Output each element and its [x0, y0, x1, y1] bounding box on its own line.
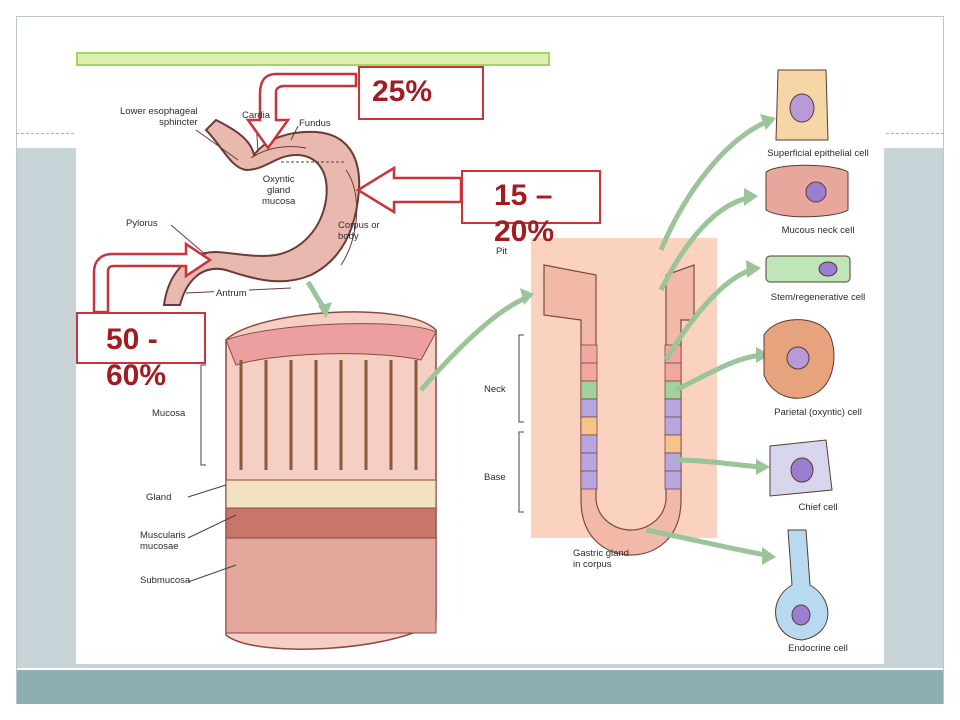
label-muscularis-mucosae: Muscularis mucosae	[140, 530, 186, 552]
cell-drawings	[763, 69, 851, 641]
label-gastric-gland-caption: Gastric gland in corpus	[573, 548, 629, 570]
superficial-epithelial-cell-drawing	[775, 69, 829, 141]
parietal-cell-drawing	[763, 319, 835, 399]
label-corpus-or-body: Corpus or body	[338, 220, 380, 242]
mucous-neck-cell-drawing	[765, 164, 849, 218]
label-fundus: Fundus	[299, 118, 331, 129]
chief-cell-drawing	[769, 439, 833, 497]
arrow-to-chief	[675, 457, 762, 470]
pylorus-pointer	[170, 224, 207, 256]
gland-pointer	[187, 484, 227, 498]
label-gland: Gland	[146, 492, 172, 503]
label-cardia: Cardia	[242, 110, 270, 121]
neck-bracket	[518, 334, 524, 423]
label-mucosa: Mucosa	[152, 408, 186, 419]
stomach-inner-line	[250, 145, 307, 159]
tissue-surface	[225, 323, 437, 366]
callout-box-body	[461, 170, 601, 224]
connector-arrowheads	[318, 114, 776, 565]
connector-arrows	[305, 119, 768, 558]
endocrine-cell-drawing	[775, 529, 829, 641]
callout-box-antrum	[76, 312, 206, 364]
body-arrow	[355, 165, 463, 215]
label-pylorus: Pylorus	[126, 218, 158, 229]
gastric-gland-illustration	[518, 238, 717, 556]
corpus-bracket	[340, 169, 358, 266]
muscularis-layer	[225, 507, 437, 539]
label-endocrine-cell: Endocrine cell	[788, 643, 848, 654]
base-bracket	[518, 431, 524, 513]
stomach-wall	[162, 118, 361, 306]
fundus-pointer	[290, 125, 299, 141]
label-oxyntic-gland-mucosa: Oxyntic gland mucosa	[262, 174, 296, 207]
red-callout-arrows	[92, 72, 463, 314]
gland-cells	[580, 344, 682, 490]
label-mucous-neck-cell: Mucous neck cell	[781, 225, 855, 236]
footer-bar	[17, 670, 943, 704]
arrow-to-superficial	[658, 119, 768, 251]
stomach-illustration	[162, 118, 361, 306]
arrow-to-parietal	[674, 352, 762, 393]
gastric-pits	[239, 360, 418, 470]
label-lower-esophageal-sphincter: Lower esophageal sphincter	[120, 106, 198, 128]
callout-box-cardia	[358, 66, 484, 120]
label-chief-cell: Chief cell	[798, 502, 838, 513]
arrow-tissue-to-gland	[419, 295, 527, 392]
label-pit: Pit	[496, 246, 508, 257]
mucosa-bracket	[200, 364, 206, 466]
mucosa-tissue-block	[187, 311, 437, 650]
les-pointer	[195, 129, 239, 161]
antrum-arrow	[92, 241, 213, 314]
callout-cardia-percent: 25%	[372, 75, 433, 108]
stem-cell-drawing	[765, 255, 851, 283]
label-parietal-cell: Parietal (oxyntic) cell	[774, 407, 862, 418]
submucosa-layer	[225, 537, 437, 634]
gland-layer	[225, 479, 437, 509]
arrow-to-endocrine	[645, 527, 767, 558]
label-submucosa: Submucosa	[140, 575, 191, 586]
label-antrum: Antrum	[214, 288, 249, 299]
cardia-arrow	[245, 72, 358, 151]
muscularis-pointer	[187, 514, 237, 539]
label-superficial-epithelial-cell: Superficial epithelial cell	[767, 148, 869, 159]
arrow-to-mucous-neck	[658, 195, 749, 292]
figure-drawing	[92, 69, 851, 650]
arrow-to-stem	[663, 267, 752, 362]
callout-body-percent: 15 – 20%	[494, 179, 555, 248]
submucosa-pointer	[187, 564, 237, 583]
label-base: Base	[484, 472, 506, 483]
stomach-anatomy-figure: Lower esophageal sphincter Cardia Fundus…	[76, 60, 884, 664]
label-stem-regenerative-cell: Stem/regenerative cell	[770, 292, 866, 303]
callout-antrum-percent: 50 - 60%	[106, 323, 167, 392]
title-highlight-strip	[76, 52, 550, 66]
label-neck: Neck	[484, 384, 506, 395]
